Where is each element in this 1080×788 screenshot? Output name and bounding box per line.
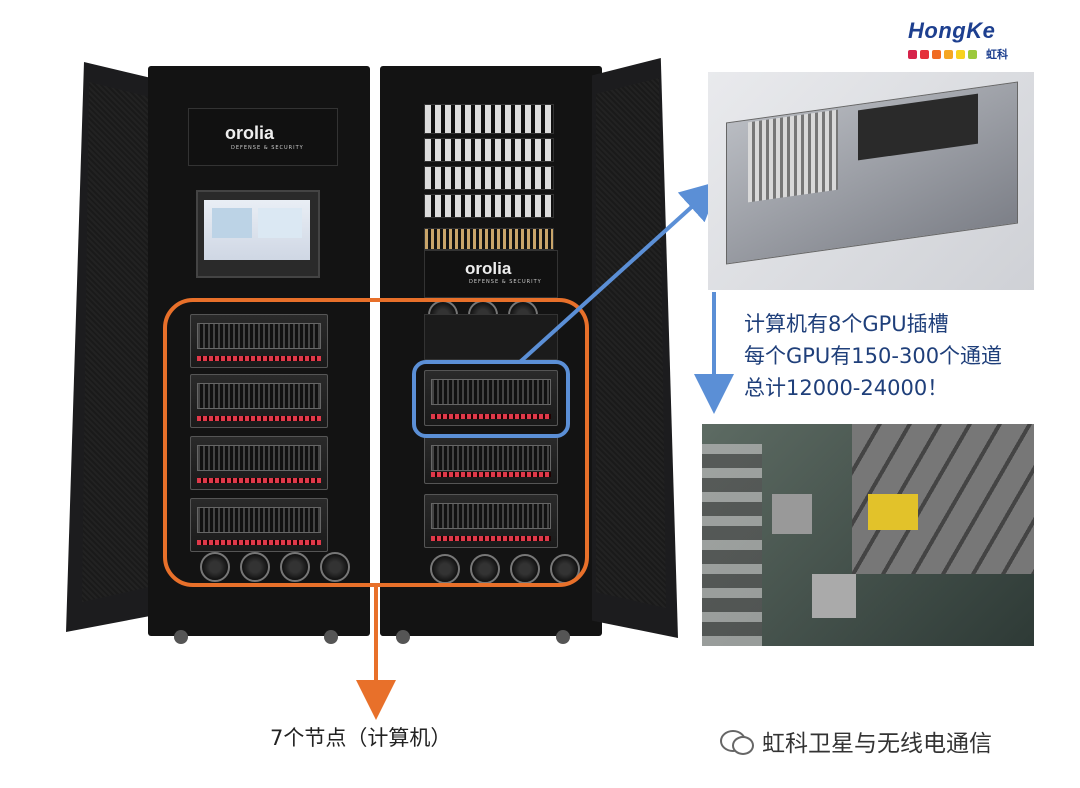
monitor-screen [204, 200, 310, 260]
right-patch-unit-4 [424, 194, 554, 218]
logo-dot [968, 49, 977, 59]
left-caster [324, 630, 338, 644]
logo-dots: 虹科 [908, 46, 1028, 62]
blue-highlight-box [412, 360, 570, 438]
right-caster [556, 630, 570, 644]
blue-arrow-diagonal [518, 180, 721, 364]
right-fan-row-bottom [430, 554, 590, 588]
left-server-4 [190, 498, 328, 552]
left-server-1 [190, 314, 328, 368]
right-orolia-sub: DEFENSE & SECURITY [469, 279, 542, 285]
left-rack-cabinet: orolia DEFENSE & SECURITY [66, 52, 371, 648]
right-patch-unit-2 [424, 138, 554, 162]
logo-dot [932, 49, 941, 59]
right-storage-unit [424, 314, 558, 360]
logo-dot [908, 49, 917, 59]
right-server-1 [424, 370, 558, 426]
nodes-caption: 7个节点（计算机） [270, 726, 452, 750]
right-patch-unit-5 [424, 228, 554, 250]
right-rack-door-panel [596, 78, 666, 608]
left-rack-door-panel [82, 82, 152, 602]
left-monitor [196, 190, 320, 278]
logo-wordmark: HongKe [908, 18, 996, 43]
right-patch-unit-3 [424, 166, 554, 190]
right-rack-cabinet: orolia DEFENSE & SECURITY [380, 52, 678, 648]
logo-cn-text: 虹科 [986, 48, 1008, 61]
logo-dot [920, 49, 929, 59]
left-server-2 [190, 374, 328, 428]
left-server-3 [190, 436, 328, 490]
hongke-logo: HongKe 虹科 [908, 18, 1028, 64]
gpu-annotation: 计算机有8个GPU插槽 每个GPU有150-300个通道 总计12000-240… [744, 308, 1002, 404]
watermark-text: 虹科卫星与无线电通信 [762, 731, 992, 757]
gpu-interior-photo [702, 424, 1034, 646]
right-patch-unit-1 [424, 104, 554, 134]
annotation-line-1: 计算机有8个GPU插槽 [744, 312, 949, 336]
logo-dot [944, 49, 953, 59]
left-caster [174, 630, 188, 644]
right-caster [396, 630, 410, 644]
right-server-2 [424, 436, 558, 484]
server-chassis-photo [708, 72, 1034, 290]
right-orolia-panel: orolia DEFENSE & SECURITY [424, 250, 558, 298]
watermark: 虹科卫星与无线电通信 [720, 724, 992, 758]
left-orolia-brand: orolia [225, 123, 275, 143]
annotation-line-2: 每个GPU有150-300个通道 [744, 344, 1003, 368]
right-server-3 [424, 494, 558, 548]
left-orolia-sub: DEFENSE & SECURITY [231, 145, 304, 151]
annotation-line-3: 总计12000-24000！ [744, 376, 949, 400]
logo-dot [956, 49, 965, 59]
orange-highlight-box [163, 298, 589, 587]
wechat-icon [720, 728, 754, 755]
left-orolia-panel: orolia DEFENSE & SECURITY [188, 108, 338, 166]
left-fan-row [200, 552, 360, 586]
right-orolia-brand: orolia [465, 259, 512, 278]
